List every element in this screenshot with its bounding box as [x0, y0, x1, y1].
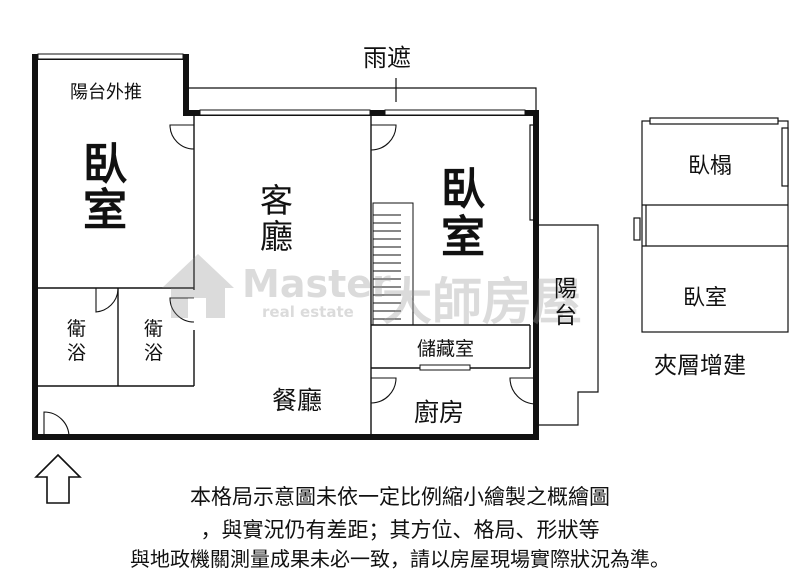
balcony-right-outline — [529, 124, 599, 426]
disclaimer-line-1: 本格局示意圖未依一定比例縮小繪製之概繪圖 — [190, 485, 610, 509]
bedroom-center-label: 臥室 — [441, 164, 485, 263]
balcony-push-label: 陽台外推 — [70, 82, 142, 103]
door-kitchen — [370, 377, 397, 404]
mezzanine-caption: 夾層增建 — [654, 353, 746, 379]
disclaimer-line-2: ，與實況仍有差距；其方位、格局、形狀等 — [200, 518, 600, 542]
staircase — [372, 202, 414, 326]
interior-walls — [37, 113, 531, 437]
mezzanine-loft-bed-label: 臥榻 — [688, 154, 733, 179]
door-balcony — [509, 377, 537, 405]
canopy-label: 雨遮 — [363, 44, 411, 72]
door-entrance — [43, 411, 70, 438]
bath-right-label: 衛浴 — [144, 318, 164, 364]
watermark-brand-en: Master — [242, 262, 391, 306]
living-room-label: 客廳 — [260, 181, 293, 256]
windows — [37, 53, 526, 116]
door-bedroom-center — [370, 124, 397, 151]
canopy-outline — [186, 78, 537, 113]
mezzanine-bedroom-label: 臥室 — [683, 286, 728, 311]
mezzanine-outline — [633, 117, 789, 333]
storage-sliding-door — [419, 364, 471, 371]
kitchen-label: 廚房 — [414, 398, 465, 427]
up-arrow-icon — [34, 453, 82, 504]
door-bedroom-left — [169, 124, 195, 150]
storage-label: 儲藏室 — [417, 338, 475, 360]
stair-steps — [373, 214, 401, 320]
door-bath-right — [169, 297, 195, 323]
doors — [43, 124, 537, 438]
house-logo-icon — [162, 254, 234, 318]
disclaimer-line-3: 與地政機關測量成果未必一致，請以房屋現場實際狀況為準。 — [130, 547, 670, 571]
bath-left-label: 衛浴 — [67, 318, 87, 364]
dining-label: 餐廳 — [272, 386, 323, 415]
door-bath-left — [95, 288, 119, 313]
watermark-tagline: real estate — [262, 303, 354, 321]
balcony-right-label: 陽台 — [554, 276, 577, 329]
bedroom-left-label: 臥室 — [83, 139, 127, 236]
watermark-brand-zh: 大師房屋 — [382, 273, 582, 331]
